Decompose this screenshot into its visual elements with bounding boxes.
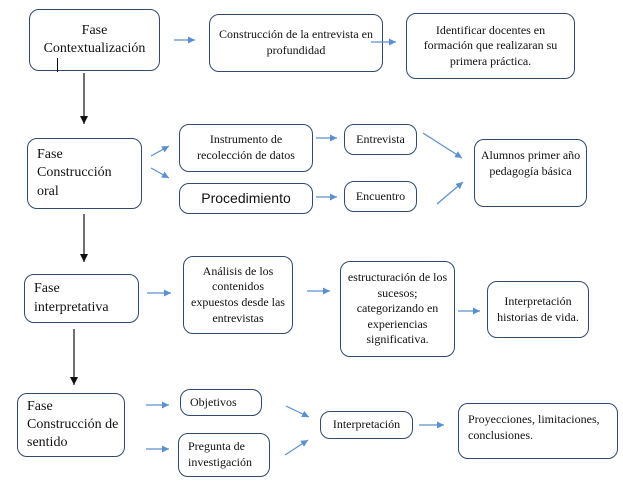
node-alumnos-primer-ano: Alumnos primer año pedagogía básica <box>474 139 587 207</box>
divider-mark <box>57 58 58 72</box>
node-encuentro: Encuentro <box>344 181 417 212</box>
node-label: Proyecciones, limitaciones, conclusiones… <box>468 412 600 442</box>
node-instrumento-recoleccion: Instrumento de recolección de datos <box>179 124 313 172</box>
node-label: Alumnos primer año pedagogía básica <box>480 148 581 178</box>
node-label: Pregunta de investigación <box>188 439 252 469</box>
node-fase-interpretativa: Fase interpretativa <box>24 274 139 323</box>
node-proyecciones: Proyecciones, limitaciones, conclusiones… <box>458 403 618 459</box>
node-procedimiento: Procedimiento <box>179 183 313 214</box>
node-interpretacion: Interpretación <box>320 411 413 439</box>
node-label: Encuentro <box>355 188 406 203</box>
node-label: Interpretación <box>332 417 401 432</box>
node-fase-contextualizacion: Fase Contextualización <box>29 9 160 71</box>
arrow-r4-c <box>285 405 310 418</box>
node-fase-construccion-sentido: Fase Construcción de sentido <box>17 393 125 457</box>
node-identificar-docentes: Identificar docentes en formación que re… <box>406 13 575 79</box>
node-label: Fase Contextualización <box>43 22 146 56</box>
node-label: Fase interpretativa <box>34 281 109 315</box>
node-label: Análisis de los contenidos expuestos des… <box>191 263 285 325</box>
arrow-r2-c <box>422 132 463 159</box>
node-label: Fase Construcción oral <box>37 147 112 199</box>
node-label: Interpretación historias de vida. <box>497 293 579 324</box>
node-entrevista: Entrevista <box>344 124 417 155</box>
node-objetivos: Objetivos <box>180 389 262 416</box>
node-label: Identificar docentes en formación que re… <box>423 22 558 68</box>
node-label: Instrumento de recolección de datos <box>197 132 295 162</box>
node-label: Entrevista <box>356 131 405 146</box>
node-label: Construcción de la entrevista en profund… <box>219 27 373 57</box>
arrow-r4-d <box>284 439 309 456</box>
node-estructuracion-sucesos: estructuración de los sucesos; categoriz… <box>340 261 455 357</box>
node-label: Fase Construcción de sentido <box>27 398 119 451</box>
node-fase-construccion-oral: Fase Construcción oral <box>27 138 142 209</box>
node-label: estructuración de los sucesos; categoriz… <box>347 270 448 347</box>
node-label: Procedimiento <box>201 190 291 207</box>
arrow-r2-d <box>436 181 464 205</box>
arrow-r2-up <box>150 145 170 157</box>
arrow-r2-down <box>150 167 170 179</box>
node-construccion-entrevista: Construcción de la entrevista en profund… <box>209 14 383 72</box>
node-label: Objetivos <box>190 394 237 409</box>
node-pregunta-investigacion: Pregunta de investigación <box>178 433 270 477</box>
node-interpretacion-historias: Interpretación historias de vida. <box>487 281 589 338</box>
node-analisis-contenidos: Análisis de los contenidos expuestos des… <box>183 256 293 334</box>
